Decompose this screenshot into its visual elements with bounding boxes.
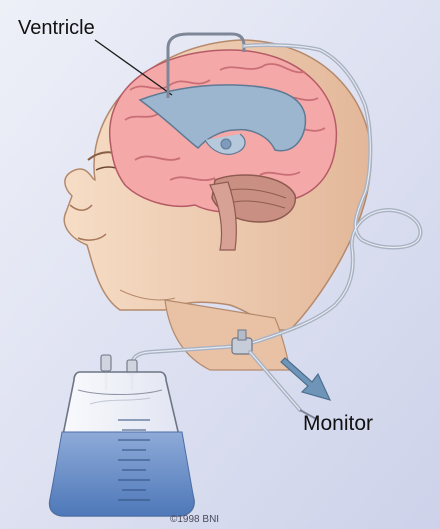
monitor-label: Monitor	[303, 412, 373, 436]
copyright-notice: ©1998 BNI	[170, 514, 219, 525]
ventricle-label: Ventricle	[18, 17, 95, 40]
